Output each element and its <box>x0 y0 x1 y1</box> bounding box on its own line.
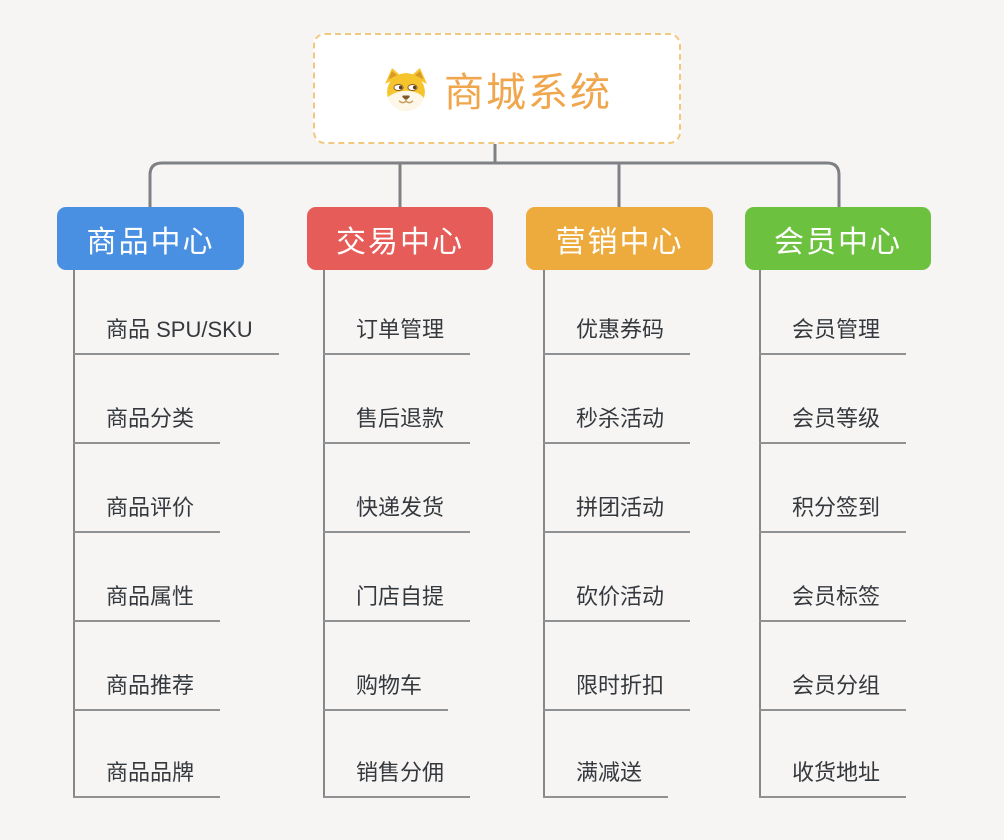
branch-label: 交易中心 <box>336 225 464 259</box>
branch-label: 营销中心 <box>555 225 684 259</box>
branch-node-product-center[interactable]: 商品中心 <box>57 207 244 270</box>
child-topic[interactable]: 商品推荐 <box>73 671 221 711</box>
child-topic[interactable]: 优惠券码 <box>543 315 691 355</box>
dog-icon <box>385 67 427 111</box>
branch-children-product-center: 商品 SPU/SKU 商品分类 商品评价 商品属性 商品推荐 商品品牌 <box>73 270 323 810</box>
child-topic[interactable]: 限时折扣 <box>543 671 691 711</box>
child-topic[interactable]: 积分签到 <box>759 493 907 533</box>
connector-trunk <box>543 270 545 798</box>
child-topic[interactable]: 商品 SPU/SKU <box>73 315 279 355</box>
child-topic[interactable]: 销售分佣 <box>323 758 471 798</box>
connector-trunk <box>759 270 761 798</box>
root-topic[interactable]: 商城系统 <box>313 33 681 144</box>
child-topic[interactable]: 会员分组 <box>759 671 907 711</box>
child-topic[interactable]: 会员等级 <box>759 404 907 444</box>
branch-label: 会员中心 <box>774 225 902 259</box>
child-topic[interactable]: 商品属性 <box>73 582 221 622</box>
connector-trunk <box>73 270 75 798</box>
child-topic[interactable]: 快递发货 <box>323 493 471 533</box>
root-topic-label: 商城系统 <box>444 70 612 115</box>
branch-node-trade-center[interactable]: 交易中心 <box>307 207 493 270</box>
child-topic[interactable]: 售后退款 <box>323 404 471 444</box>
child-topic[interactable]: 门店自提 <box>323 582 471 622</box>
child-topic[interactable]: 商品评价 <box>73 493 221 533</box>
child-topic[interactable]: 会员标签 <box>759 582 907 622</box>
child-topic[interactable]: 砍价活动 <box>543 582 691 622</box>
connector-trunk <box>323 270 325 798</box>
branch-node-marketing-center[interactable]: 营销中心 <box>526 207 713 270</box>
child-topic[interactable]: 订单管理 <box>323 315 471 355</box>
child-topic[interactable]: 秒杀活动 <box>543 404 691 444</box>
child-topic[interactable]: 购物车 <box>323 671 449 711</box>
child-topic[interactable]: 满减送 <box>543 758 669 798</box>
branch-children-marketing-center: 优惠券码 秒杀活动 拼团活动 砍价活动 限时折扣 满减送 <box>543 270 793 810</box>
branch-children-member-center: 会员管理 会员等级 积分签到 会员标签 会员分组 收货地址 <box>759 270 1004 810</box>
child-topic[interactable]: 会员管理 <box>759 315 907 355</box>
child-topic[interactable]: 商品分类 <box>73 404 221 444</box>
branch-children-trade-center: 订单管理 售后退款 快递发货 门店自提 购物车 销售分佣 <box>323 270 573 810</box>
child-topic[interactable]: 收货地址 <box>759 758 907 798</box>
child-topic[interactable]: 商品品牌 <box>73 758 221 798</box>
child-topic[interactable]: 拼团活动 <box>543 493 691 533</box>
branch-label: 商品中心 <box>86 225 215 259</box>
branch-node-member-center[interactable]: 会员中心 <box>745 207 931 270</box>
